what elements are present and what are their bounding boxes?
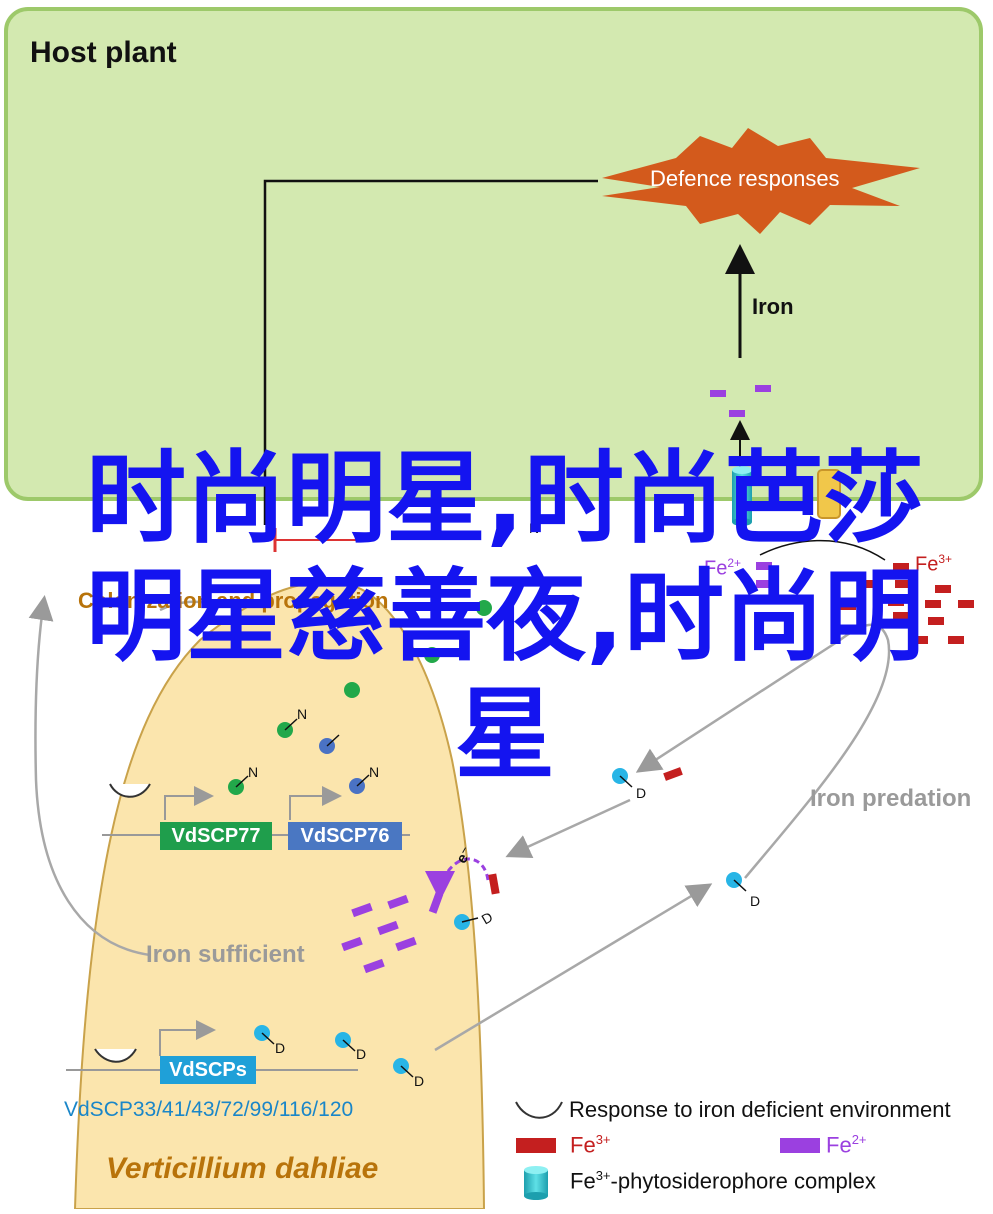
fe3-ion bbox=[958, 600, 974, 608]
export-arrow bbox=[434, 883, 713, 1052]
n-protein bbox=[424, 647, 440, 663]
iron-label: Iron bbox=[752, 294, 794, 319]
iron-predation-arrow bbox=[635, 623, 891, 879]
fe3-cluster bbox=[840, 563, 974, 644]
defence-pathway-line bbox=[263, 179, 598, 525]
fe2-ion bbox=[710, 390, 726, 397]
legend-fe2-text: Fe2+ bbox=[826, 1132, 867, 1158]
siderophore-molecules bbox=[254, 768, 747, 1078]
legend-response-text: Response to iron deficient environment bbox=[569, 1097, 951, 1122]
pathogen-cell bbox=[73, 581, 486, 1210]
response-icon bbox=[515, 1101, 563, 1119]
soil-arc bbox=[759, 539, 886, 561]
reduction-arc bbox=[425, 857, 490, 901]
fe3-ion bbox=[860, 580, 876, 588]
gene-list: VdSCP33/41/43/72/99/116/120 bbox=[64, 1098, 354, 1121]
d-label: D bbox=[275, 1040, 286, 1056]
d-label: D bbox=[750, 893, 761, 909]
fe3-ion bbox=[663, 767, 683, 781]
legend-fe3-text: Fe3+ bbox=[570, 1132, 611, 1158]
d-label: D bbox=[636, 785, 647, 801]
legend-fe2-swatch bbox=[780, 1138, 820, 1153]
fe3-ion bbox=[895, 580, 911, 588]
iron-predation-label: Iron predation bbox=[810, 785, 972, 812]
fe2-cluster bbox=[341, 892, 444, 974]
fe3-ion bbox=[888, 598, 904, 606]
n-label: N bbox=[529, 520, 540, 536]
fe2-ion bbox=[756, 562, 772, 570]
fe3-ion bbox=[948, 636, 964, 644]
host-plant-panel bbox=[4, 7, 983, 501]
n-protein bbox=[476, 600, 492, 616]
d-label: D bbox=[414, 1073, 425, 1089]
fe3-ion bbox=[925, 600, 941, 608]
fe3-ion bbox=[488, 873, 500, 895]
iron-sufficient-label: Iron sufficient bbox=[146, 941, 305, 968]
colonization-arrow bbox=[159, 600, 216, 612]
vdscp76-box: VdSCP76 bbox=[288, 822, 402, 850]
n-label: N bbox=[369, 764, 380, 780]
vdscp77-box: VdSCP77 bbox=[160, 822, 272, 850]
fe2-label: Fe2+ bbox=[704, 556, 742, 580]
fe3-ion bbox=[935, 585, 951, 593]
iron-sufficient-arrow bbox=[28, 595, 151, 957]
n-protein bbox=[344, 682, 360, 698]
legend-complex-icon bbox=[524, 1166, 548, 1200]
fe3-ion bbox=[912, 636, 928, 644]
d-label: D bbox=[356, 1046, 367, 1062]
organism-name: Verticillium dahliae bbox=[106, 1152, 379, 1185]
vdscps-box: VdSCPs bbox=[160, 1056, 256, 1084]
fe2-ion bbox=[755, 385, 771, 392]
uptake-arrow bbox=[505, 798, 631, 859]
transporter bbox=[817, 469, 841, 519]
overlay-watermark-text: 时尚明星,时尚芭莎明星慈善夜,时尚明星 bbox=[86, 440, 924, 793]
defence-responses-label: Defence responses bbox=[650, 166, 840, 191]
legend-fe3-swatch bbox=[516, 1138, 556, 1153]
fe3-label: Fe3+ bbox=[915, 552, 953, 576]
fe3-ion bbox=[893, 612, 909, 620]
host-plant-title: Host plant bbox=[30, 36, 177, 69]
fe2-ion bbox=[729, 410, 745, 417]
fe3-ion bbox=[928, 617, 944, 625]
defence-responses-burst bbox=[602, 128, 920, 234]
n-proteins bbox=[228, 600, 492, 795]
colonization-label: Colonization and propagation bbox=[78, 588, 389, 613]
fe3-ion bbox=[840, 602, 856, 610]
fe2-ion bbox=[756, 580, 772, 588]
n-label: N bbox=[297, 706, 308, 722]
phytosiderophore-cylinder bbox=[732, 466, 752, 526]
legend-complex-text: Fe3+-phytosiderophore complex bbox=[570, 1168, 876, 1194]
n-label: N bbox=[248, 764, 259, 780]
fe3-ion bbox=[893, 563, 909, 571]
